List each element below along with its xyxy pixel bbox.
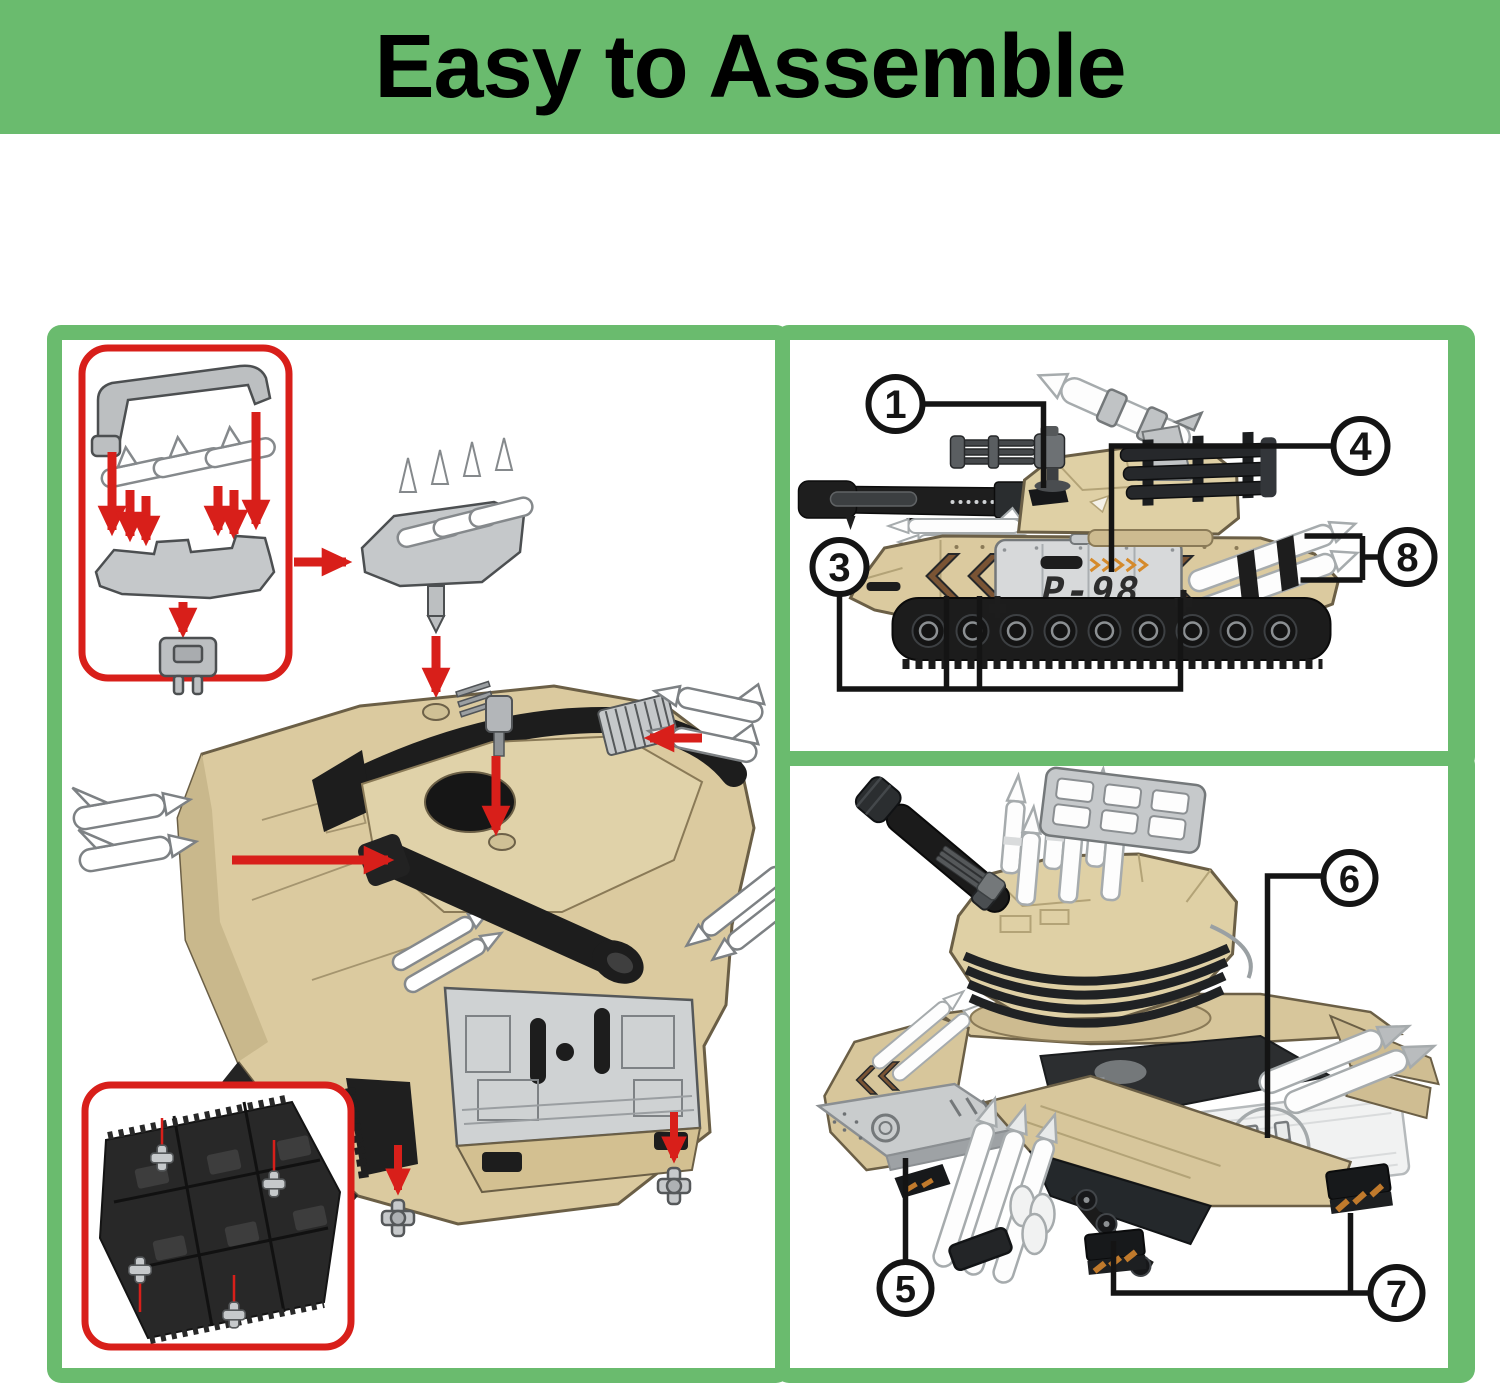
callout-number-5: 5 — [895, 1269, 916, 1311]
callout-number-4: 4 — [1349, 425, 1372, 469]
turret — [948, 852, 1253, 1043]
rear-plate — [443, 986, 702, 1148]
minigun-part — [455, 680, 513, 757]
panel-side-view: P-98 — [775, 325, 1475, 771]
rack-lattice — [1039, 766, 1207, 854]
tank-three-quarter-view — [815, 766, 1440, 1284]
inset-track-box — [81, 1081, 355, 1351]
right-lower-missiles — [684, 865, 775, 962]
tracks — [891, 597, 1332, 669]
tank-side-view-illustration: P-98 — [797, 372, 1438, 692]
callout-number-8: 8 — [1396, 536, 1418, 580]
callout-3: 3 — [809, 537, 1184, 692]
exploded-assembly-illustration — [71, 344, 775, 1351]
missile-parts — [100, 424, 276, 489]
handle-part — [90, 364, 272, 458]
left-track — [345, 1078, 418, 1179]
skid-right — [1325, 1163, 1393, 1214]
callout-number-1: 1 — [884, 383, 906, 427]
callout-4: 4 — [1108, 416, 1391, 572]
side-parts — [71, 682, 775, 962]
panel-exploded-assembly — [47, 325, 790, 1383]
inset-parts-box — [78, 344, 293, 696]
left-missile-pair — [71, 786, 200, 873]
callout-5: 5 — [876, 1158, 935, 1317]
track-pins — [127, 1144, 287, 1329]
right-missiles — [1258, 1024, 1438, 1120]
tank-three-quarter-illustration: 6 5 7 — [815, 766, 1440, 1322]
left-missiles — [932, 1095, 1058, 1284]
callout-1: 1 — [865, 374, 1047, 488]
title-banner: Easy to Assemble — [0, 0, 1500, 134]
mini-gun — [935, 845, 1006, 901]
callout-7: 7 — [1110, 1213, 1426, 1322]
tank-side-view: P-98 — [797, 372, 1361, 669]
deck-missiles — [391, 909, 505, 994]
page-title: Easy to Assemble — [374, 16, 1126, 117]
callout-number-6: 6 — [1339, 859, 1360, 901]
callout-6: 6 — [1264, 849, 1379, 1138]
turret-socket-hole — [424, 771, 516, 833]
turret-grill — [962, 943, 1231, 1028]
callout-number-7: 7 — [1386, 1274, 1407, 1316]
connector-part — [158, 636, 218, 696]
missile-rack-part — [294, 437, 534, 699]
panel-three-quarter-view: 6 5 7 — [775, 751, 1475, 1383]
missile-rack — [1119, 431, 1277, 506]
assembly-arrows — [97, 412, 271, 547]
callout-number-3: 3 — [828, 546, 850, 590]
label-plate — [1040, 556, 1083, 569]
missile-base-part — [94, 534, 276, 600]
callout-8: 8 — [1300, 527, 1438, 587]
